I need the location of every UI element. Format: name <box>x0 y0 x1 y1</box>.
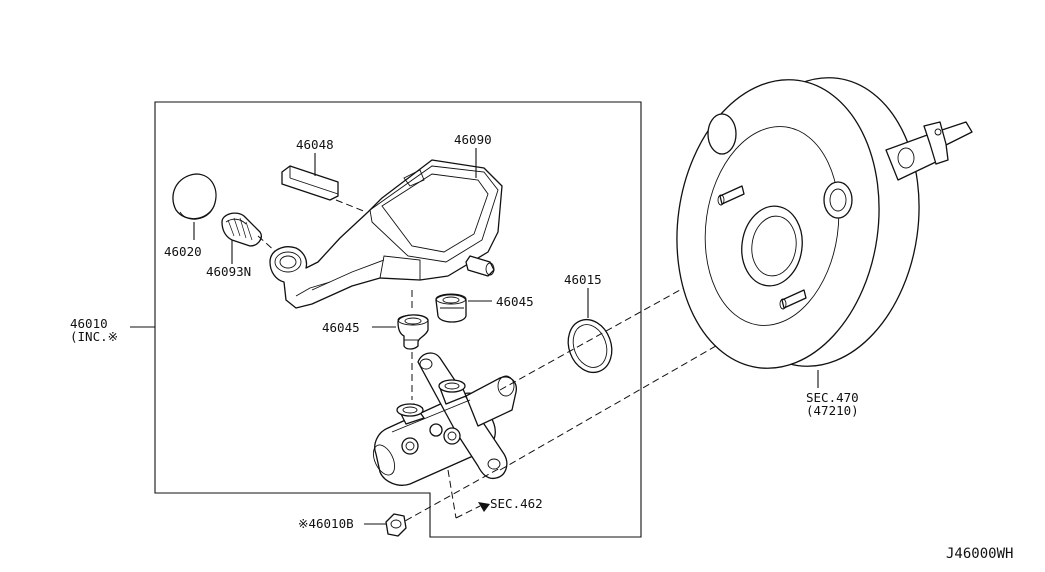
label-46045-right: 46045 <box>496 294 534 309</box>
dash-sec462-b <box>455 505 481 519</box>
diagram-code: J46000WH <box>946 546 1013 562</box>
label-46015: 46015 <box>564 272 602 287</box>
brake-booster <box>676 77 973 388</box>
label-46010: 46010 <box>70 316 108 331</box>
sec462-arrow <box>478 502 490 512</box>
label-46010-inc: (INC.※ <box>70 329 118 344</box>
cap-46020 <box>172 173 217 240</box>
label-sec470-sub: (47210) <box>806 403 859 418</box>
clip-46048 <box>281 153 367 213</box>
label-46020: 46020 <box>164 244 202 259</box>
label-46093N: 46093N <box>206 264 251 279</box>
dash-sec462 <box>447 469 457 519</box>
strainer-46093N <box>221 212 277 264</box>
reservoir-46090 <box>269 148 503 309</box>
nut-46010B <box>364 513 407 537</box>
grommet-46045-left <box>372 314 429 350</box>
label-sec462: SEC.462 <box>490 496 543 511</box>
assembly-boundary <box>154 101 642 538</box>
label-46045-left: 46045 <box>322 320 360 335</box>
label-sec470: SEC.470 <box>806 390 859 405</box>
master-cylinder <box>372 352 517 486</box>
label-46090: 46090 <box>454 132 492 147</box>
label-46048: 46048 <box>296 137 334 152</box>
dash-axis-lower <box>499 299 797 471</box>
grommet-46045-right <box>435 293 492 323</box>
label-46010B: ※46010B <box>298 516 354 531</box>
dash-axis-nut <box>395 467 501 527</box>
oring-46015 <box>567 288 613 374</box>
